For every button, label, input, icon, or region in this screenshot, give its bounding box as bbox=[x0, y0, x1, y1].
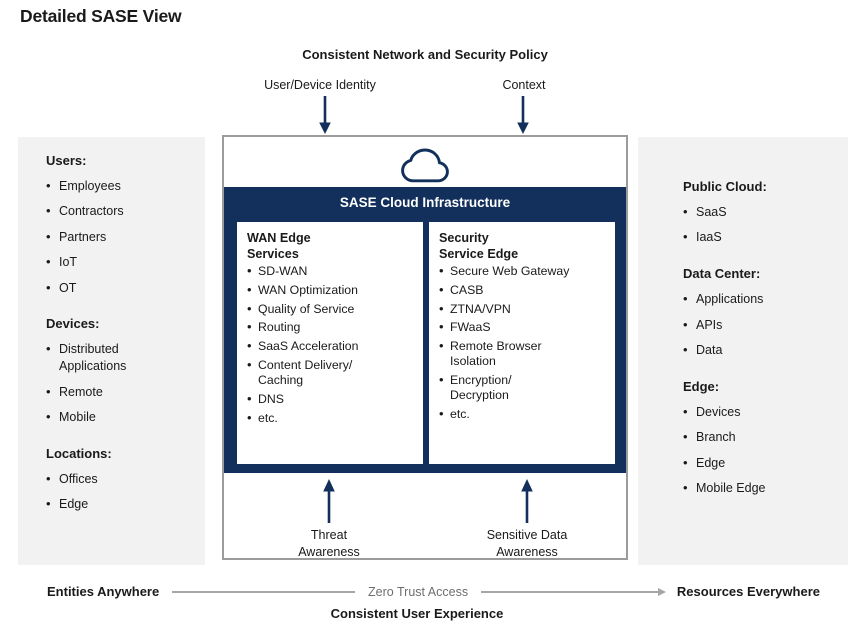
resources-everywhere-label: Resources Everywhere bbox=[676, 584, 820, 599]
zero-trust-access-label: Zero Trust Access bbox=[368, 584, 469, 599]
right-arrow-line-icon bbox=[481, 587, 666, 596]
identity-label: User/Device Identity bbox=[264, 78, 376, 92]
threat-awareness-label: Threat Awareness bbox=[298, 528, 360, 560]
section-heading: Users: bbox=[46, 153, 87, 168]
page-title: Detailed SASE View bbox=[20, 6, 182, 26]
list-item: IaaS bbox=[683, 228, 840, 246]
list-item: Edge bbox=[683, 454, 840, 472]
list-item: Routing bbox=[247, 319, 415, 335]
list-item: etc. bbox=[247, 410, 415, 426]
consistent-user-experience-label: Consistent User Experience bbox=[330, 606, 504, 621]
sase-cloud-box: SASE Cloud Infrastructure WAN Edge Servi… bbox=[222, 135, 628, 560]
box-heading: WAN Edge Services bbox=[247, 231, 311, 262]
list-item: Offices bbox=[46, 470, 176, 488]
section-heading: Data Center: bbox=[683, 266, 761, 282]
list-item: Quality of Service bbox=[247, 301, 415, 317]
list-item: Content Delivery/ Caching bbox=[247, 357, 415, 388]
wan-edge-services-box: WAN Edge Services SD-WAN WAN Optimizatio… bbox=[237, 222, 423, 464]
list-item: SD-WAN bbox=[247, 263, 415, 279]
list-item: Devices bbox=[683, 403, 840, 421]
list-item: APIs bbox=[683, 316, 840, 334]
devices-section: Devices: Distributed Applications Remote… bbox=[46, 316, 197, 426]
list-item: WAN Optimization bbox=[247, 282, 415, 298]
entities-anywhere-label: Entities Anywhere bbox=[47, 584, 160, 599]
sensitive-data-awareness-label: Sensitive Data Awareness bbox=[486, 528, 568, 560]
sase-infrastructure-block: SASE Cloud Infrastructure WAN Edge Servi… bbox=[224, 187, 626, 473]
list-item: DNS bbox=[247, 391, 415, 407]
security-service-edge-box: Security Service Edge Secure Web Gateway… bbox=[429, 222, 615, 464]
list-item: Branch bbox=[683, 428, 840, 446]
data-center-section: Data Center: Applications APIs Data bbox=[683, 266, 840, 359]
section-heading: Public Cloud: bbox=[683, 179, 767, 194]
list-item: etc. bbox=[439, 406, 607, 422]
section-heading: Devices: bbox=[46, 316, 100, 332]
list-item: Mobile bbox=[46, 408, 176, 426]
list-item: OT bbox=[46, 279, 176, 297]
edge-section: Edge: Devices Branch Edge Mobile Edge bbox=[683, 379, 840, 497]
list-item: Remote bbox=[46, 383, 176, 401]
list-item: Employees bbox=[46, 177, 176, 195]
down-arrow-icon bbox=[517, 96, 529, 134]
up-arrow-icon bbox=[521, 479, 533, 523]
connector-line bbox=[172, 590, 356, 593]
locations-section: Locations: Offices Edge bbox=[46, 446, 197, 513]
list-item: Applications bbox=[683, 290, 840, 308]
section-heading: Edge: bbox=[683, 378, 720, 394]
list-item: SaaS Acceleration bbox=[247, 338, 415, 354]
cloud-icon bbox=[224, 142, 626, 186]
list-item: Mobile Edge bbox=[683, 479, 840, 497]
footer-flow: Entities Anywhere Zero Trust Access Reso… bbox=[47, 584, 820, 599]
policy-label: Consistent Network and Security Policy bbox=[302, 47, 548, 62]
list-item: Data bbox=[683, 341, 840, 359]
section-heading: Locations: bbox=[46, 445, 112, 461]
entities-panel: Users: Employees Contractors Partners Io… bbox=[18, 137, 205, 565]
list-item: Remote Browser Isolation bbox=[439, 338, 607, 369]
list-item: IoT bbox=[46, 253, 176, 271]
list-item: FWaaS bbox=[439, 319, 607, 335]
list-item: CASB bbox=[439, 282, 607, 298]
public-cloud-section: Public Cloud: SaaS IaaS bbox=[683, 179, 840, 246]
list-item: ZTNA/VPN bbox=[439, 301, 607, 317]
list-item: Edge bbox=[46, 495, 176, 513]
list-item: Encryption/ Decryption bbox=[439, 372, 607, 403]
sase-banner: SASE Cloud Infrastructure bbox=[339, 195, 511, 210]
up-arrow-icon bbox=[323, 479, 335, 523]
list-item: Secure Web Gateway bbox=[439, 263, 607, 279]
list-item: Contractors bbox=[46, 202, 176, 220]
box-heading: Security Service Edge bbox=[439, 231, 519, 262]
context-label: Context bbox=[502, 78, 546, 92]
list-item: Distributed Applications bbox=[46, 340, 176, 375]
list-item: Partners bbox=[46, 228, 176, 246]
list-item: SaaS bbox=[683, 203, 840, 221]
users-section: Users: Employees Contractors Partners Io… bbox=[46, 153, 197, 296]
resources-panel: Public Cloud: SaaS IaaS Data Center: App… bbox=[638, 137, 848, 565]
down-arrow-icon bbox=[319, 96, 331, 134]
